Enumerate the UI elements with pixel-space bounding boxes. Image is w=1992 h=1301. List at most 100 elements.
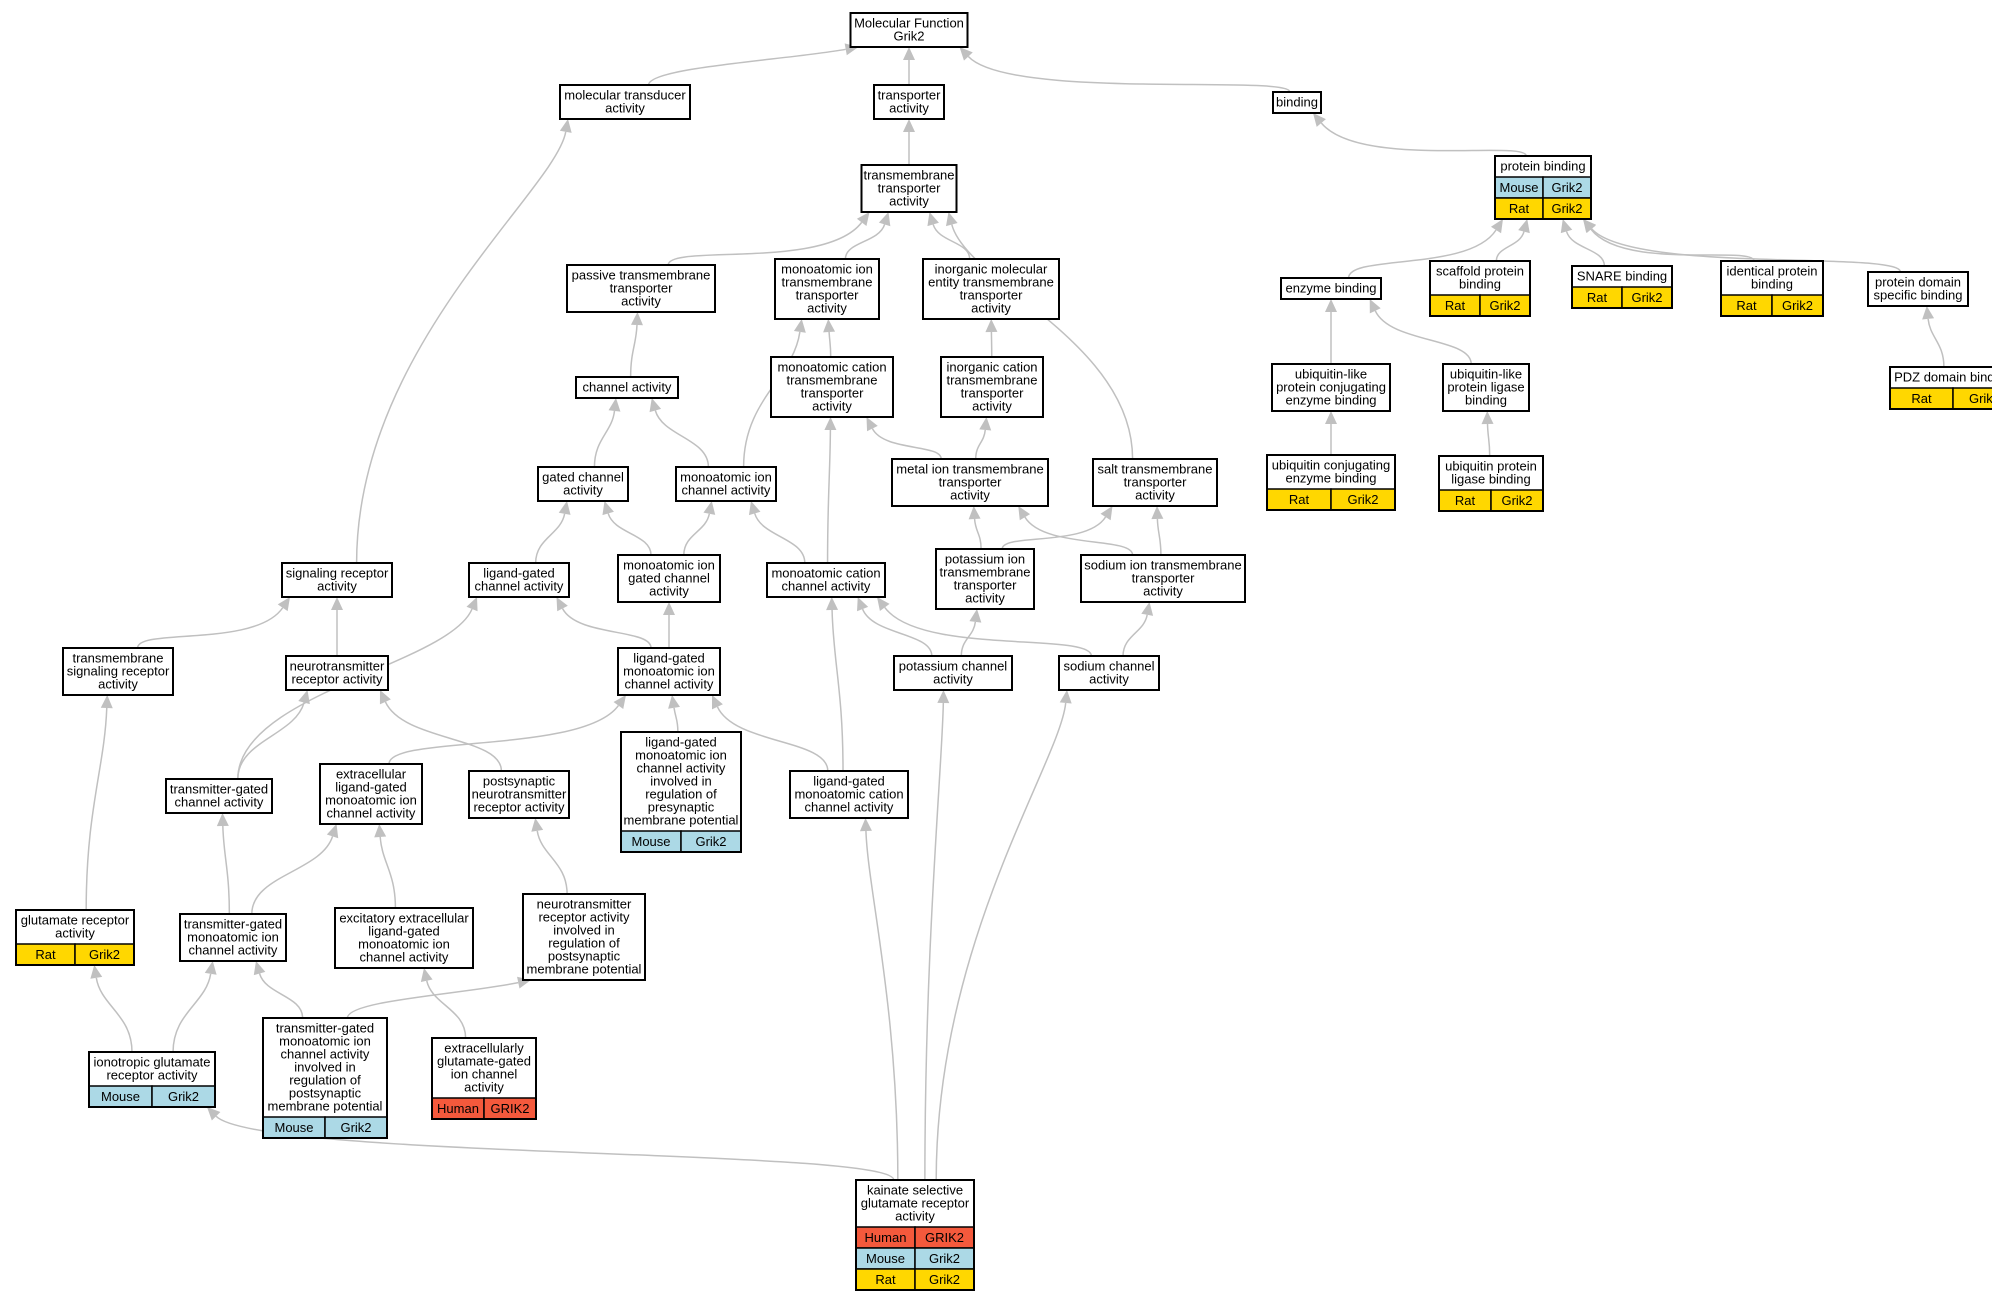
edge-arrowhead [558,501,571,515]
edge-line [607,513,652,556]
node-label-line: extracellularly [444,1041,524,1056]
edge-line [1565,231,1606,267]
node-label-line: monoatomic ion [635,748,727,763]
edge-line [536,830,568,895]
edge-line [831,609,844,772]
node-label-line: neurotransmitter [472,787,567,802]
edge-line [355,131,567,564]
node-label-line: monoatomic cation [777,360,886,375]
node-label-line: membrane potential [527,962,642,977]
node-label-line: enzyme binding [1285,471,1376,486]
node-box [165,778,273,814]
edge-arrowhead [613,695,626,710]
edge-line [425,980,467,1039]
go-term-node: monoatomic iontransmembranetransporterac… [774,258,880,320]
node-box [1271,363,1391,412]
go-term-node: enzyme binding [1280,277,1382,300]
node-label-line: binding [1459,277,1501,292]
species-label: Rat [1587,290,1608,305]
edge-line [237,608,473,780]
node-label-line: transporter [1132,571,1196,586]
edge-arrowhead [1369,299,1381,314]
node-label-line: channel activity [475,579,564,594]
edge-arrowhead [100,695,113,709]
node-box [617,554,721,603]
node-label-line: specific binding [1874,288,1963,303]
edge-arrowhead [374,824,387,838]
node-label-line: activity [889,101,929,116]
edge-arrowhead [968,506,981,520]
node-label-line: monoatomic ion [781,262,873,277]
node-label-line: activity [1143,584,1183,599]
node-label-line: ion channel [451,1067,518,1082]
node-label-line: passive transmembrane [572,268,711,283]
node-label-line: transmitter-gated [184,917,282,932]
edge-arrowhead [466,597,478,612]
edge-line [667,221,863,266]
species-label: Rat [35,947,56,962]
node-label-line: monoatomic ion [623,558,715,573]
node-label-line: regulation of [289,1073,361,1088]
edge-arrowhead [1922,306,1935,320]
species-label: Mouse [1499,180,1538,195]
edge-line [85,707,108,911]
edge-line [1591,228,1902,273]
edge-line [95,977,133,1053]
node-label-line: ligase binding [1451,472,1531,487]
node-label-line: gated channel [542,470,624,485]
node-label-line: inorganic molecular [935,262,1048,277]
edge-arrowhead [979,417,992,431]
node-label-line: scaffold protein [1436,264,1524,279]
node-label-line: ligand-gated [368,924,440,939]
node-label-line: receptor activity [473,800,565,815]
gene-label: Grik2 [340,1120,371,1135]
node-label-line: potassium ion [945,552,1025,567]
node-label-line: activity [895,1209,935,1224]
go-term-node: binding [1272,91,1322,114]
edge-line [973,518,982,550]
node-label-line: molecular transducer [564,88,686,103]
node-label-line: signaling receptor [286,566,389,581]
edge-line [384,701,503,772]
gene-label: Grik2 [168,1089,199,1104]
node-label-line: ubiquitin-like [1450,367,1522,382]
gene-label: Grik2 [929,1251,960,1266]
node-label-line: receptor activity [291,672,383,687]
species-label: Mouse [274,1120,313,1135]
node-label-line: neurotransmitter [290,659,385,674]
node-label-line: channel activity [805,800,894,815]
node-label-line: activity [621,294,661,309]
node-label-line: monoatomic cation [794,787,903,802]
edge-arrowhead [204,961,217,975]
node-label-line: presynaptic [648,800,715,815]
edge-line [884,606,1093,657]
node-box [179,913,287,962]
node-label-line: receptor activity [106,1068,198,1083]
node-label-line: extracellular [336,767,407,782]
edge-line [258,973,304,1019]
edge-arrowhead [878,212,891,227]
edge-line [136,607,284,649]
edge-arrowhead [1560,219,1573,234]
go-term-node: sodium ion transmembranetransporteractiv… [1080,554,1246,603]
edge-arrowhead [602,501,614,516]
edge-line [932,224,971,260]
node-label-line: monoatomic ion [187,930,279,945]
edge-arrowhead [959,47,973,61]
node-label-line: monoatomic ion [279,1034,371,1049]
edge-arrowhead [859,818,872,832]
node-label-line: monoatomic cation [771,566,880,581]
node-label-line: binding [1276,95,1318,110]
